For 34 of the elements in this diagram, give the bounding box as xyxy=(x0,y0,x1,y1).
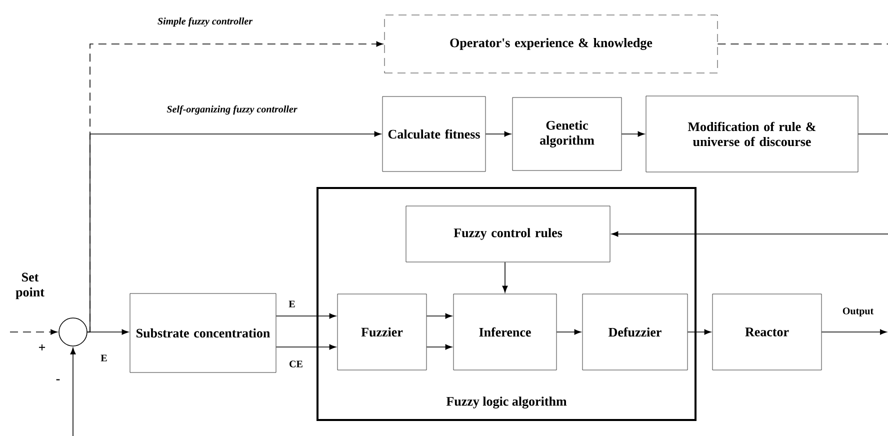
arrow xyxy=(556,329,582,335)
process-box: Defuzzier xyxy=(582,294,688,370)
arrow xyxy=(426,344,452,350)
plus-sign: + xyxy=(38,344,46,350)
arrow xyxy=(276,313,336,319)
process-box: Calculate fitness xyxy=(382,96,486,172)
arrow xyxy=(621,131,645,137)
process-box: Reactor xyxy=(712,294,822,370)
arrow xyxy=(276,344,336,350)
arrow xyxy=(70,348,76,436)
summing-junction xyxy=(58,318,88,346)
edge-label: Simple fuzzy controller xyxy=(156,16,254,28)
process-box: Substrate concentration xyxy=(130,293,276,373)
edge-label: E xyxy=(288,300,296,308)
edge-label: Self-organizing fuzzy controller xyxy=(166,104,298,116)
set-point-label: Set point xyxy=(16,272,44,300)
process-box: Genetic algorithm xyxy=(512,97,622,171)
arrow xyxy=(87,131,382,332)
process-box: Fuzzier xyxy=(337,294,427,370)
process-box: Fuzzy control rules xyxy=(406,206,610,262)
arrow xyxy=(426,313,452,319)
arrow xyxy=(611,231,888,237)
arrow xyxy=(502,262,508,293)
arrow xyxy=(10,329,58,335)
process-box: Modification of rule & universe of discourse xyxy=(646,96,858,172)
arrow xyxy=(821,329,887,335)
arrow xyxy=(687,329,712,335)
minus-sign: - xyxy=(56,379,60,380)
arrow xyxy=(485,131,512,137)
process-box: Inference xyxy=(453,294,557,370)
process-box: Operator's experience & knowledge xyxy=(384,14,718,74)
edge-label: Output xyxy=(841,306,875,318)
edge-label: CE xyxy=(288,360,304,368)
edge-label: E xyxy=(100,354,108,362)
